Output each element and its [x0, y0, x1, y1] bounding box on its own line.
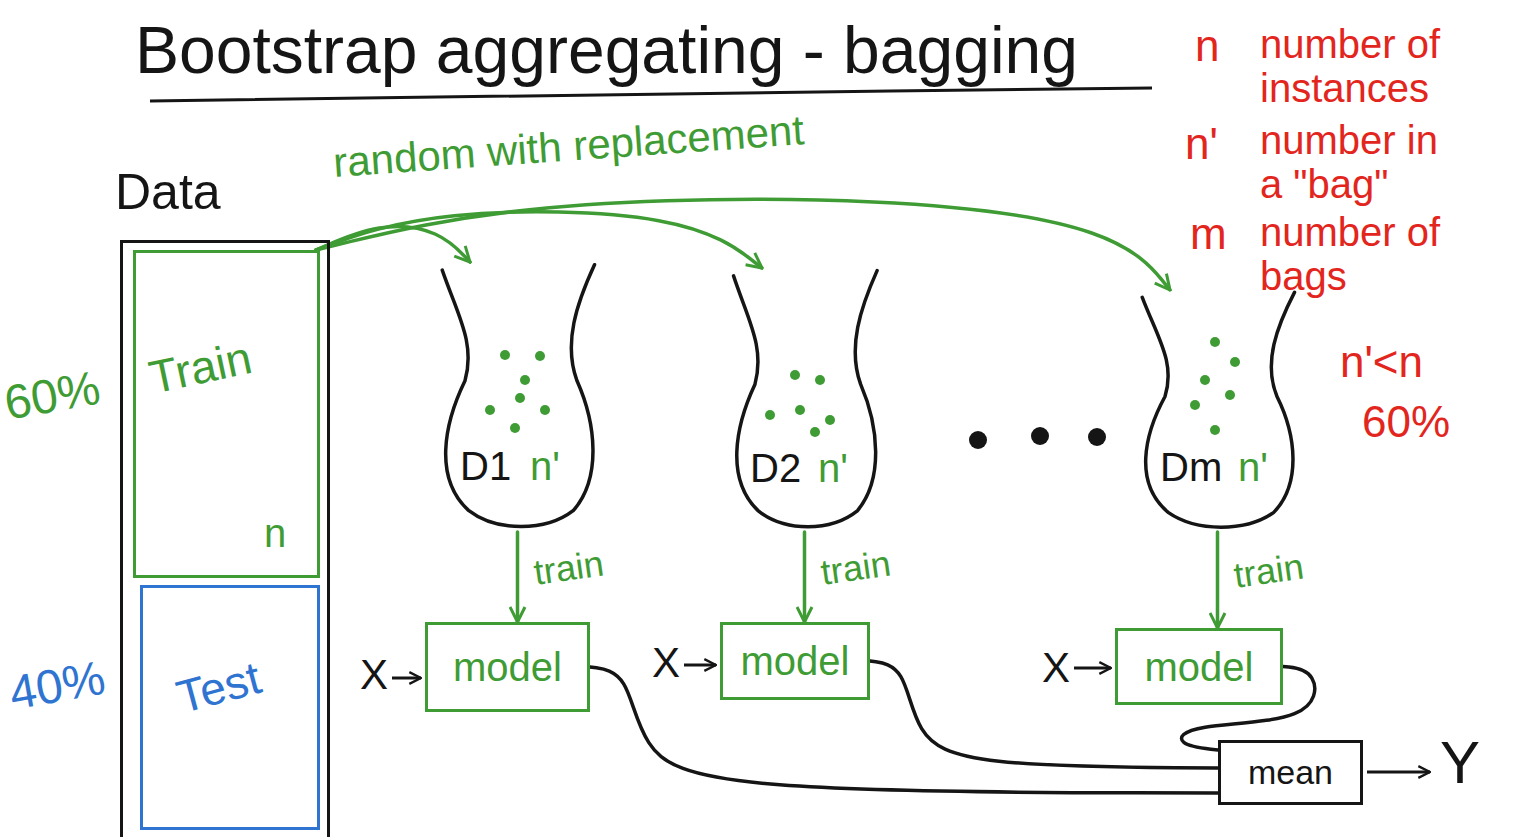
input-symbol: X — [652, 640, 680, 686]
bag-outline — [722, 268, 887, 532]
bag: Dm n' — [1130, 290, 1305, 532]
model-box: model — [1115, 628, 1283, 705]
sample-dot — [795, 405, 805, 415]
constraint-note: 60% — [1362, 398, 1450, 446]
node-label: model — [1145, 645, 1254, 689]
sampling-note: random with replacement — [332, 107, 806, 186]
node-label: Dm — [1160, 445, 1222, 489]
legend-symbol: m — [1190, 210, 1227, 258]
title-underline — [150, 88, 1152, 101]
input-symbol: X — [360, 652, 388, 698]
edge-label: train — [818, 543, 893, 592]
edge-label: train — [1231, 546, 1306, 595]
sample-dot — [540, 405, 550, 415]
split-percent: 40% — [5, 652, 109, 721]
sample-dot — [1225, 390, 1235, 400]
bag-outline — [734, 271, 878, 527]
input-arrow — [1074, 667, 1111, 670]
node-annotation: n' — [818, 446, 848, 490]
node-label: D1 — [460, 444, 511, 488]
sample-dot — [1210, 425, 1220, 435]
node-label: Train — [145, 332, 256, 403]
sample-dot — [515, 393, 525, 403]
bag-outline — [430, 262, 605, 532]
input-symbol: X — [1042, 645, 1070, 691]
connector — [803, 532, 807, 622]
train-box: Train n — [133, 250, 320, 578]
input-arrow — [684, 664, 716, 667]
node-annotation: n' — [530, 444, 560, 488]
node-label: model — [741, 639, 850, 683]
sample-dot — [1200, 375, 1210, 385]
sample-dot — [1230, 357, 1240, 367]
ellipsis-dot — [1088, 428, 1106, 446]
bag: D2 n' — [722, 268, 887, 532]
sample-dot — [1210, 337, 1220, 347]
sample-dot — [535, 351, 545, 361]
sample-dot — [815, 375, 825, 385]
edge-label: train — [531, 543, 606, 592]
sample-dot — [485, 405, 495, 415]
bag-outline — [1142, 292, 1294, 527]
data-box: DataTrainnTest — [120, 240, 330, 837]
node-label: mean — [1248, 754, 1333, 791]
sample-dot — [765, 410, 775, 420]
sample-dot — [510, 423, 520, 433]
legend-symbol: n' — [1185, 120, 1218, 168]
legend-definition: number of bags — [1260, 210, 1460, 298]
node-label: model — [453, 645, 562, 689]
connector — [316, 212, 762, 268]
sample-dot — [825, 415, 835, 425]
node-label: Test — [171, 652, 266, 723]
node-label: D2 — [750, 446, 801, 490]
ellipsis-dots — [969, 427, 1106, 449]
bag-outline — [442, 265, 594, 527]
constraint-note: n'<n — [1340, 338, 1423, 386]
sample-dot — [810, 427, 820, 437]
output-symbol: Y — [1440, 730, 1480, 796]
node-label: Data — [115, 165, 221, 220]
legend-definition: number in a "bag" — [1260, 118, 1460, 206]
connector — [516, 532, 520, 622]
sample-dot — [790, 370, 800, 380]
model-box: model — [425, 622, 590, 712]
legend-symbol: n — [1195, 22, 1219, 70]
title: Bootstrap aggregating - bagging — [135, 14, 1078, 87]
legend-definition: number of instances — [1260, 22, 1460, 110]
sample-dot — [500, 350, 510, 360]
ellipsis-dot — [969, 431, 987, 449]
mean-box: mean — [1218, 740, 1363, 805]
output-arrow — [1367, 771, 1430, 774]
node-annotation: n' — [1238, 445, 1268, 489]
sample-dot — [520, 375, 530, 385]
sample-dot — [1190, 400, 1200, 410]
bag: D1 n' — [430, 262, 605, 532]
connector — [1216, 532, 1220, 628]
model-box: model — [720, 622, 870, 700]
node-annotation: n — [264, 511, 286, 555]
bag-outline — [1130, 290, 1305, 532]
split-percent: 60% — [0, 362, 104, 431]
ellipsis-dot — [1031, 427, 1049, 445]
test-box: Test — [140, 585, 320, 830]
input-arrow — [392, 677, 421, 680]
